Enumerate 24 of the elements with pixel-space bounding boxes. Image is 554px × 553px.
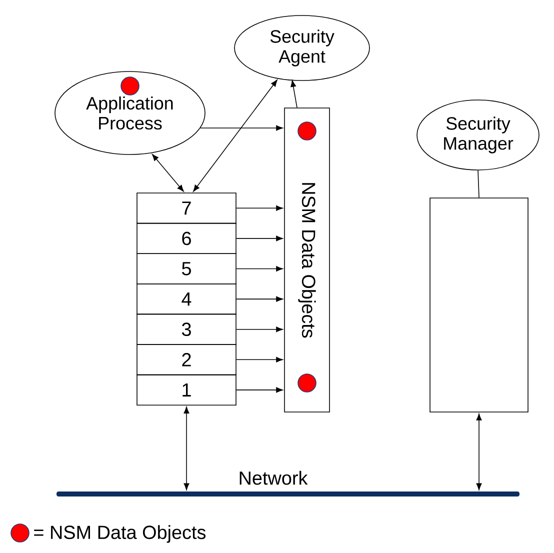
arrow — [290, 80, 298, 108]
arrow — [236, 266, 283, 272]
layer-box: 4 — [136, 284, 236, 315]
layer-box: 3 — [136, 314, 236, 345]
arrow — [476, 414, 482, 490]
legend-text: = NSM Data Objects — [34, 525, 206, 543]
arrow — [200, 125, 283, 131]
layer-box: 5 — [136, 253, 236, 284]
layer-box: 7 — [136, 192, 236, 224]
layer-box: 1 — [136, 374, 236, 406]
arrow — [236, 356, 283, 362]
arrow — [236, 236, 283, 242]
layer-box: 2 — [136, 344, 236, 376]
arrow — [236, 326, 283, 332]
manager-box — [430, 198, 528, 412]
arrow — [152, 154, 184, 192]
data-objects-bar: NSM Data Objects — [284, 108, 330, 412]
layer-box: 6 — [136, 222, 236, 254]
network-line: Network — [56, 470, 520, 496]
arrow — [236, 296, 283, 302]
arrow — [184, 406, 190, 490]
arrow — [236, 387, 283, 393]
arrow — [236, 205, 283, 211]
arrow — [193, 80, 278, 192]
